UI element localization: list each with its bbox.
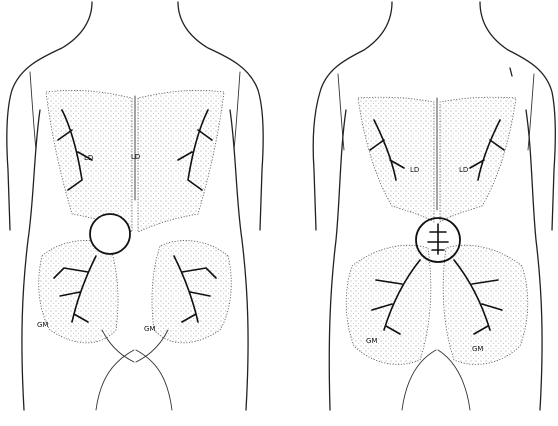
right-ld-muscle xyxy=(358,97,434,222)
right-ld-label-1: LD xyxy=(410,166,419,174)
left-body-outline xyxy=(7,2,263,410)
right-ld-muscle xyxy=(440,97,516,222)
right-gm-label-2: GM xyxy=(472,345,483,353)
left-ld-label-2: LD xyxy=(131,153,140,161)
left-circle-marker xyxy=(90,214,130,254)
left-panel: LD LD GM GM xyxy=(7,2,263,410)
left-ld-muscle xyxy=(138,90,224,232)
left-gm-label-1: GM xyxy=(37,321,48,329)
right-gm-label-1: GM xyxy=(366,337,377,345)
left-gm-label-2: GM xyxy=(144,325,155,333)
right-ld-label-2: LD xyxy=(459,166,468,174)
left-ld-label-1: LD xyxy=(84,154,93,162)
right-panel: LD LD GM GM xyxy=(313,2,555,410)
